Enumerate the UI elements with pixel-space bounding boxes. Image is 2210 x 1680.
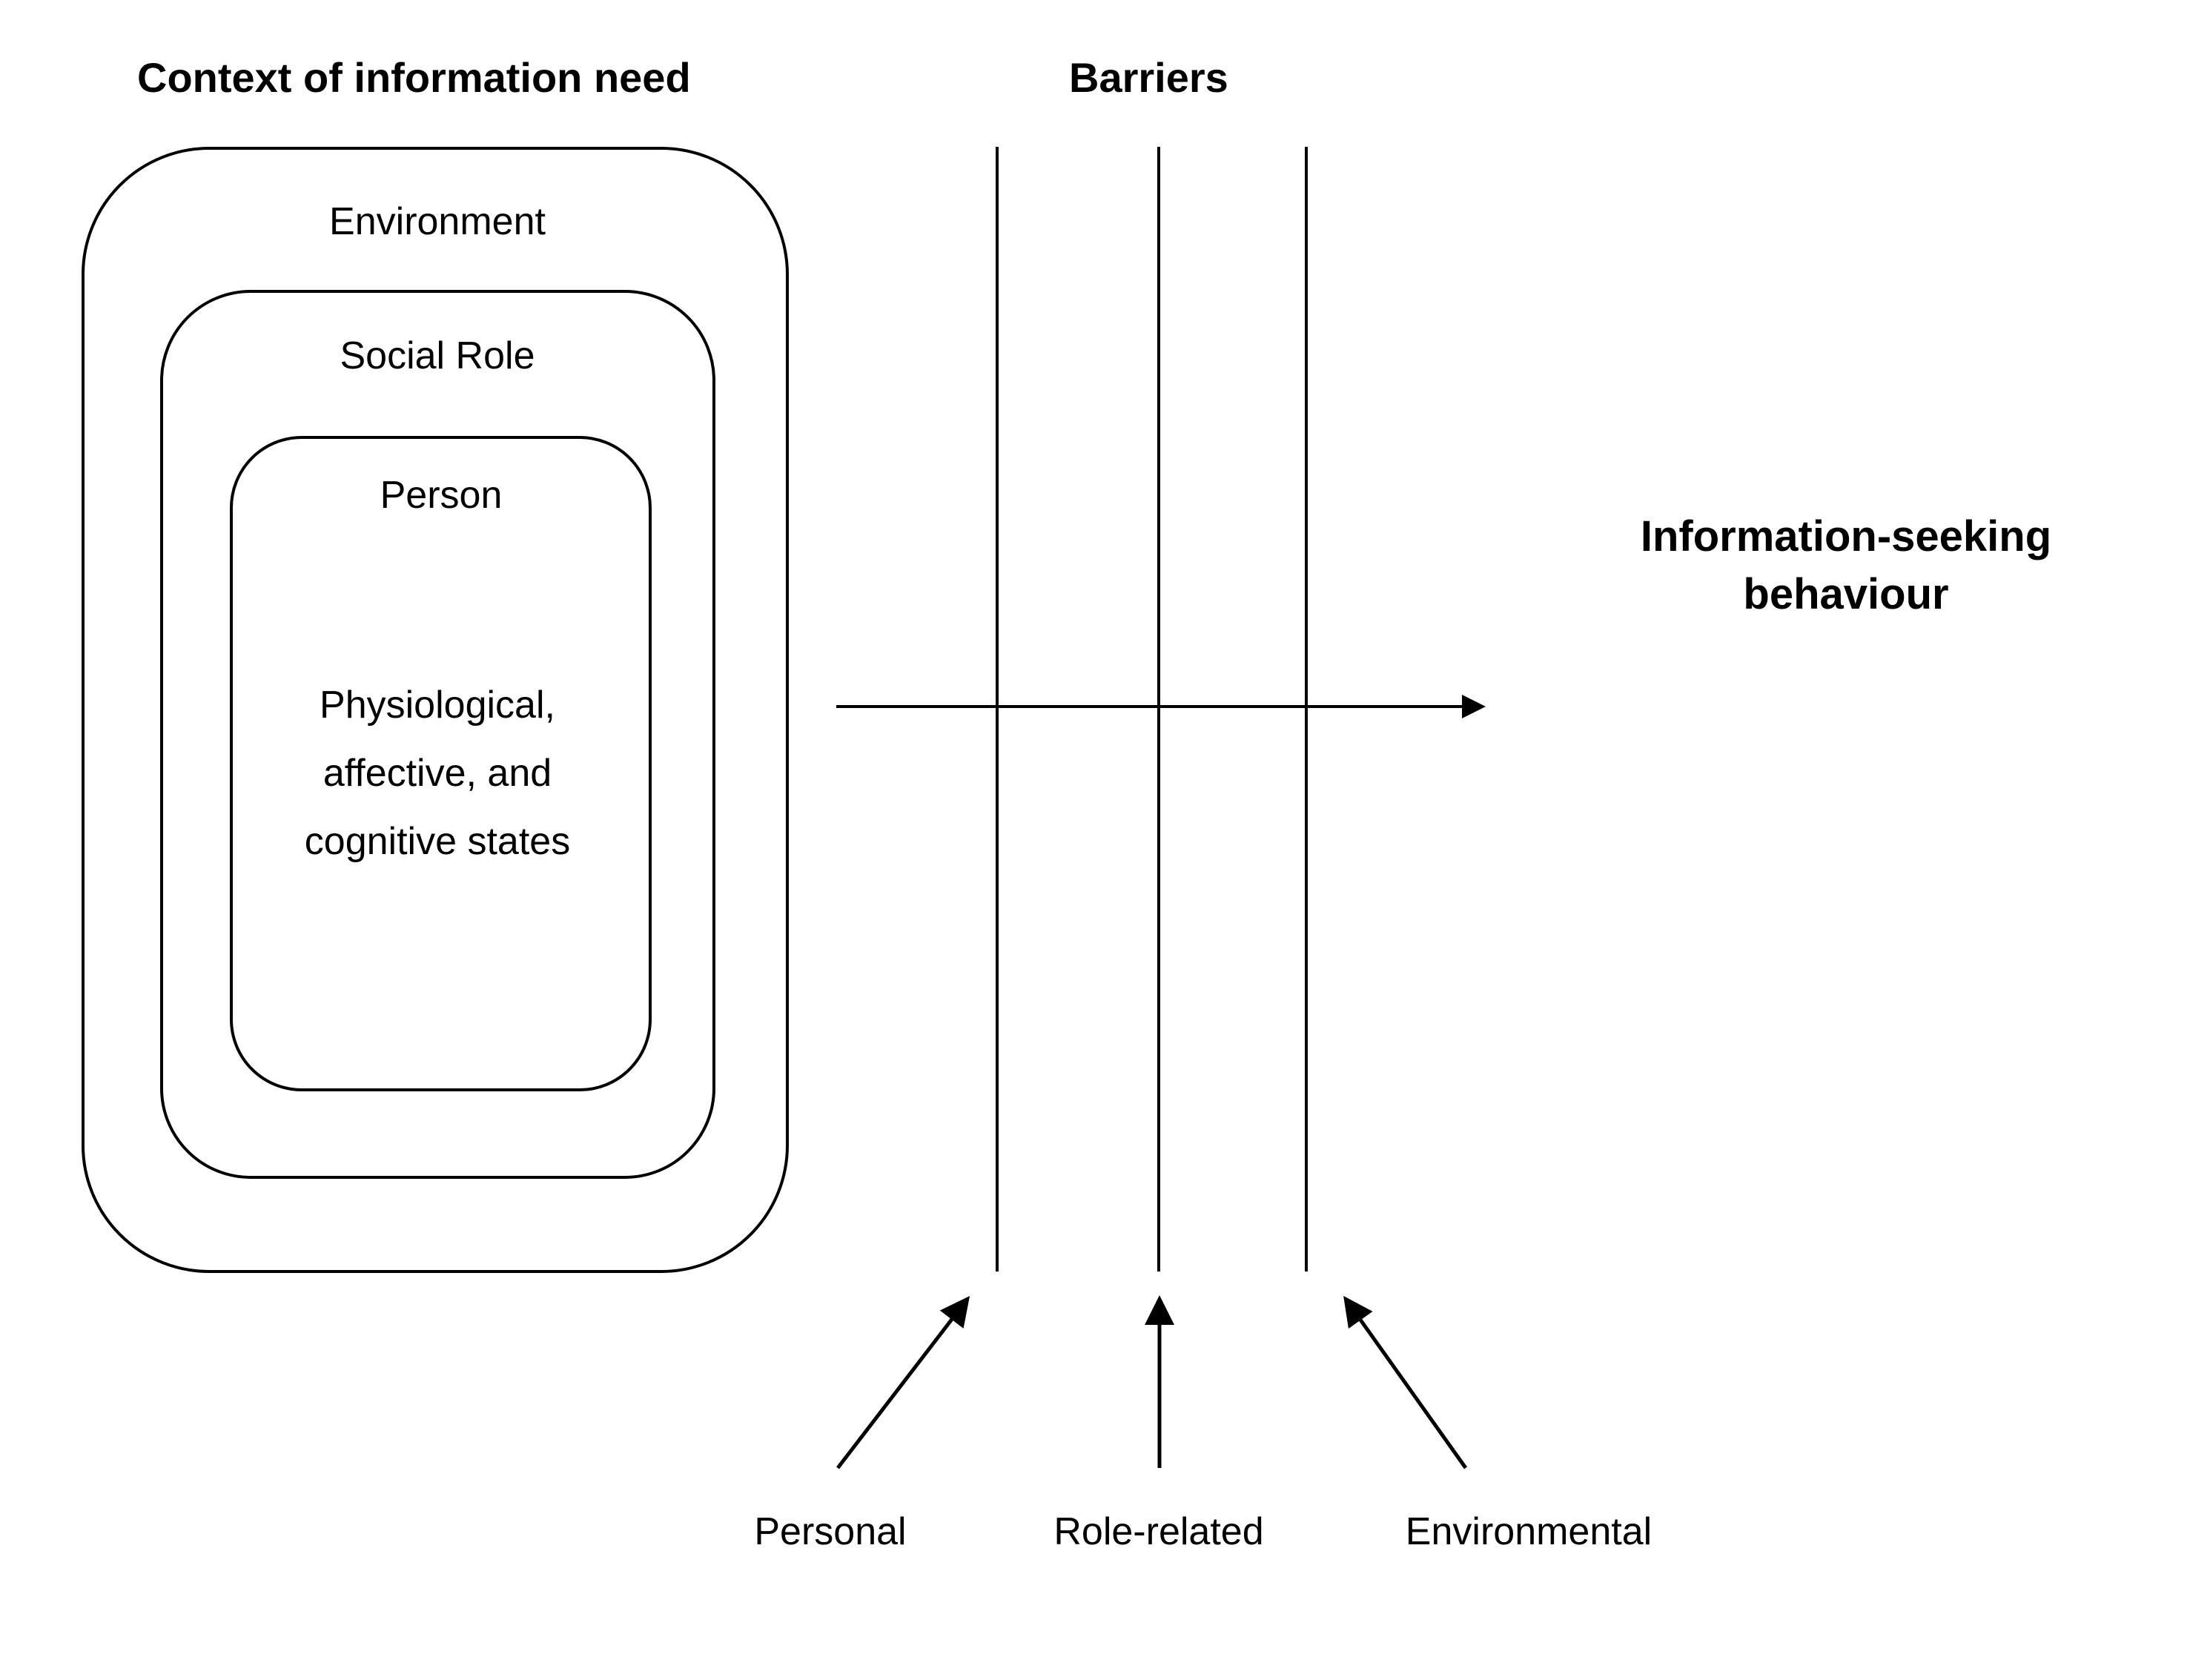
environment-box xyxy=(82,147,789,1273)
person-box xyxy=(230,436,652,1091)
person-states-line-2: affective, and xyxy=(322,752,552,795)
person-states-line-1: Physiological, xyxy=(320,684,555,727)
personal-arrow xyxy=(836,1296,970,1469)
environmental-arrow xyxy=(1343,1295,1468,1469)
environment-label: Environment xyxy=(329,200,546,243)
outcome-label: Information-seeking behaviour xyxy=(1520,508,2172,624)
outcome-line-1: Information-seeking xyxy=(1640,512,2052,560)
social-role-box xyxy=(160,290,715,1179)
context-heading: Context of information need xyxy=(137,54,691,101)
role-related-label: Role-related xyxy=(1053,1510,1264,1553)
social-role-label: Social Role xyxy=(340,334,535,377)
person-label: Person xyxy=(380,474,503,517)
barriers-heading: Barriers xyxy=(1069,54,1228,101)
environmental-label: Environmental xyxy=(1405,1510,1652,1553)
personal-label: Personal xyxy=(754,1510,907,1553)
person-states-line-3: cognitive states xyxy=(304,820,571,863)
person-states-text: Physiological, affective, and cognitive … xyxy=(230,671,645,876)
outcome-line-2: behaviour xyxy=(1743,570,1949,618)
